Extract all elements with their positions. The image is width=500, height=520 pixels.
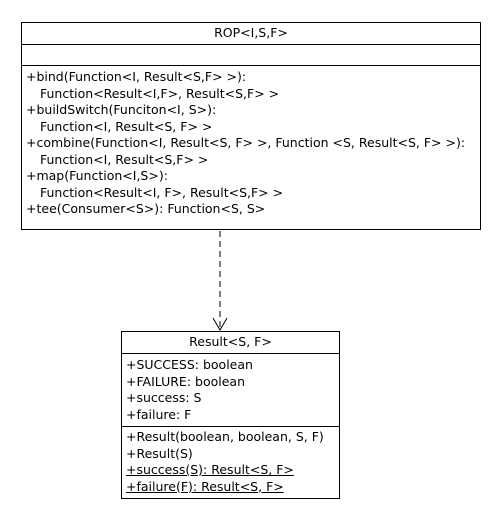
operation-bind-signature: +bind(Function<I, Result<S,F> >): xyxy=(26,69,247,84)
operation-combine-return-type: Function<I, Result<S,F> > xyxy=(40,151,209,167)
operation-map-return-type: Function<Result<I, F>, Result<S,F> > xyxy=(40,184,284,200)
static-operation-success: +success(S): Result<S, F> xyxy=(126,462,294,477)
class-box-result: Result<S, F> +SUCCESS: boolean +FAILURE:… xyxy=(121,331,340,499)
class-name-result: Result<S, F> xyxy=(122,332,339,354)
operations-section-result: +Result(boolean, boolean, S, F) +Result(… xyxy=(122,427,339,497)
operation-map-signature: +map(Function<I,S>): xyxy=(26,168,168,183)
attributes-section-result: +SUCCESS: boolean +FAILURE: boolean +suc… xyxy=(122,354,339,427)
class-name-rop: ROP<I,S,F> xyxy=(22,23,480,45)
attribute-success-value: +success: S xyxy=(126,390,202,405)
constructor-full: +Result(boolean, boolean, S, F) xyxy=(126,429,324,444)
constructor-success: +Result(S) xyxy=(126,445,193,461)
operations-section-rop: +bind(Function<I, Result<S,F> >): Functi… xyxy=(22,66,480,220)
attribute-failure-flag: +FAILURE: boolean xyxy=(126,373,245,389)
operation-bind-return-type: Function<Result<I,F>, Result<S,F> > xyxy=(40,85,280,101)
operation-tee: +tee(Consumer<S>): Function<S, S> xyxy=(26,201,266,216)
attribute-failure-value: +failure: F xyxy=(126,406,192,422)
operation-buildswitch-signature: +buildSwitch(Funciton<I, S>): xyxy=(26,102,217,117)
static-operation-failure: +failure(F): Result<S, F> xyxy=(126,478,284,494)
operation-combine-signature: +combine(Function<I, Result<S, F> >, Fun… xyxy=(26,135,466,150)
open-arrowhead-icon xyxy=(212,317,228,331)
operation-buildswitch-return-type: Function<I, Result<S, F> > xyxy=(40,118,213,134)
attributes-section-rop xyxy=(22,45,480,66)
attribute-success-flag: +SUCCESS: boolean xyxy=(126,357,253,372)
class-box-rop: ROP<I,S,F> +bind(Function<I, Result<S,F>… xyxy=(21,22,481,230)
